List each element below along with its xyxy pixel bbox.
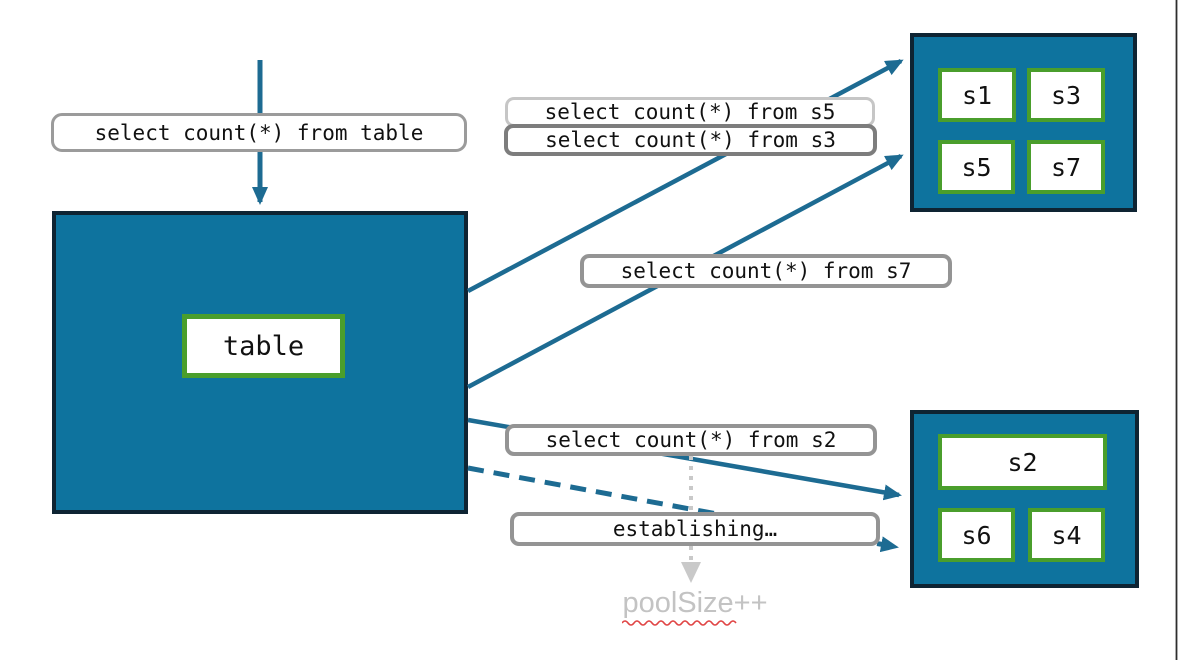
shard-pool-top: s1 s3 s5 s7 xyxy=(910,33,1137,212)
shard-s4: s4 xyxy=(1028,508,1105,562)
query-label-from-s2: select count(*) from s2 xyxy=(505,424,877,456)
shard-s3: s3 xyxy=(1027,68,1105,122)
table-box: table xyxy=(52,211,468,514)
query-label-from-s5: select count(*) from s5 xyxy=(505,97,875,127)
query-label-from-table: select count(*) from table xyxy=(51,113,467,152)
establishing-label: establishing… xyxy=(510,512,880,546)
table-inner-box: table xyxy=(182,314,345,378)
arrow-establishing-dashed xyxy=(467,465,899,553)
query-label-from-s7: select count(*) from s7 xyxy=(580,254,952,288)
shard-s2: s2 xyxy=(938,434,1107,490)
shard-s5: s5 xyxy=(938,140,1015,194)
spellcheck-squiggle-underline xyxy=(622,620,737,626)
poolsize-note: poolSize++ xyxy=(622,586,768,619)
shard-s6: s6 xyxy=(938,508,1015,562)
shard-s1: s1 xyxy=(938,68,1016,122)
shard-s7: s7 xyxy=(1027,140,1105,194)
poolsize-arrowhead xyxy=(681,562,701,583)
query-label-from-s3: select count(*) from s3 xyxy=(504,124,877,156)
shard-pool-bottom: s2 s6 s4 xyxy=(910,410,1139,588)
